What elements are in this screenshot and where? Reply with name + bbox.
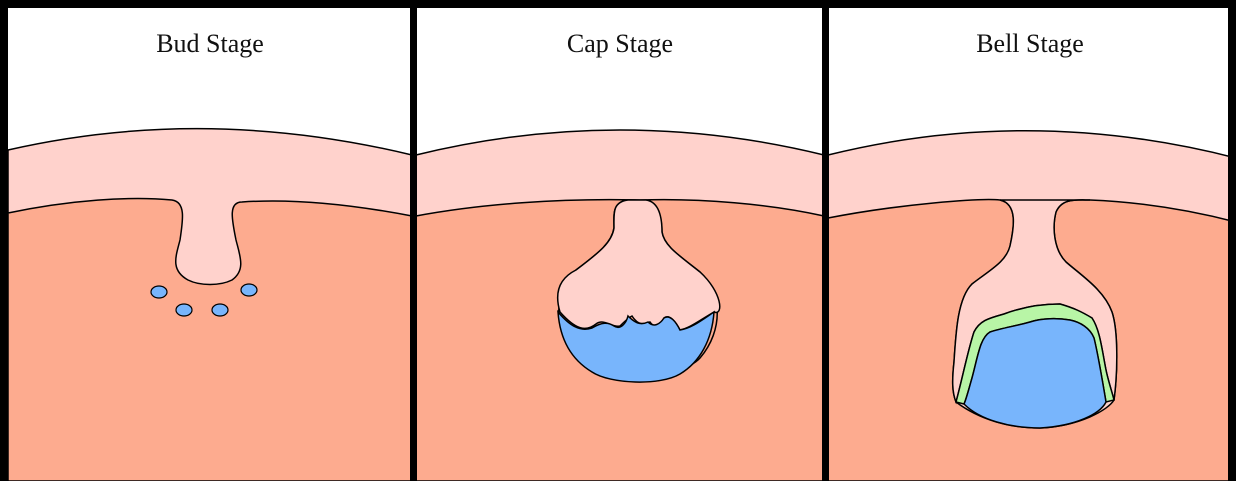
dental-papilla-cell xyxy=(151,286,167,298)
frame-top-border xyxy=(0,0,1236,8)
panel-bud-stage: Bud Stage xyxy=(0,0,412,481)
panel-title-bell: Bell Stage xyxy=(976,29,1084,58)
panel-title-bud: Bud Stage xyxy=(156,29,264,58)
frame-left-border xyxy=(0,0,8,481)
dental-papilla-cell xyxy=(241,284,257,296)
panel-bell-stage: Bell Stage xyxy=(828,0,1236,481)
dental-papilla-cell xyxy=(176,304,192,316)
panel-divider xyxy=(822,0,829,481)
panel-title-cap: Cap Stage xyxy=(567,29,673,58)
frame-right-border xyxy=(1228,0,1236,481)
panel-divider xyxy=(410,0,417,481)
panel-cap-stage: Cap Stage xyxy=(416,0,824,481)
dental-papilla-cell xyxy=(212,304,228,316)
